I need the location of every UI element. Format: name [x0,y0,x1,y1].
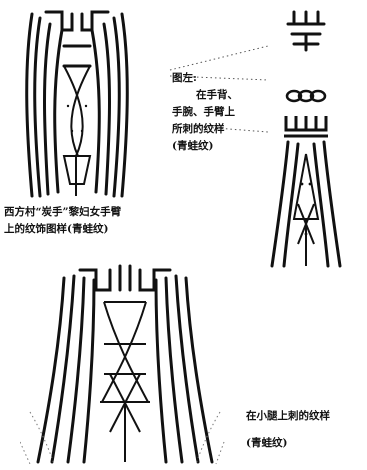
arm-tattoo-caption: 西方村“炭手”黎妇女手臂 上的纹饰图样(青蛙纹) [4,204,121,238]
caption-line: 所刺的纹样 [172,123,225,135]
caption-line: 图左: [172,72,197,84]
hand-wrist-tattoo-illustration [270,10,342,268]
leg-tattoo-caption: 在小腿上刺的纹样 (青蛙纹) [246,408,330,452]
caption-line: 在手背、 [196,89,238,101]
caption-line: (青蛙纹) [246,437,288,449]
caption-line: 在小腿上刺的纹样 [246,410,330,422]
caption-line: 上的纹饰图样(青蛙纹) [4,223,109,235]
caption-line: 手腕、手臂上 [172,106,235,118]
caption-line: (青蛙纹) [172,140,214,152]
caption-line: 西方村“炭手”黎妇女手臂 [4,206,122,218]
arm-tattoo-illustration [25,10,129,198]
hand-tattoo-caption: 图左: 在手背、 手腕、手臂上 所刺的纹样 (青蛙纹) [172,70,238,155]
pointer-dots [169,45,269,133]
leg-tattoo-illustration [20,264,225,465]
